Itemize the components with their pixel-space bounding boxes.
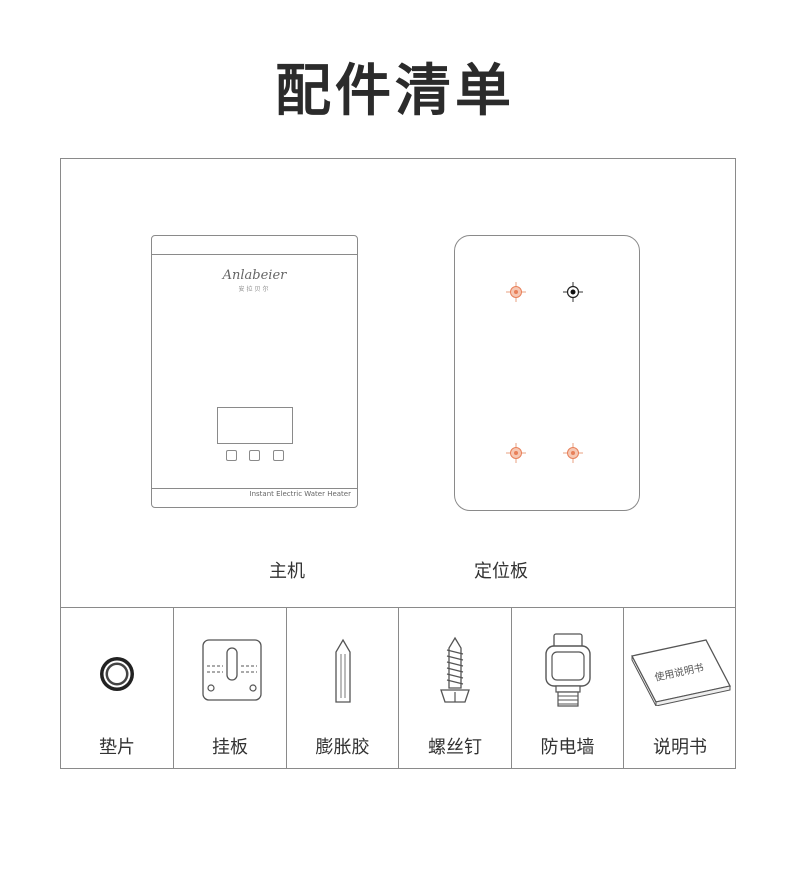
main-unit-caption: 主机: [269, 561, 305, 582]
heater-display: [217, 407, 293, 444]
heater-button-2: [249, 450, 260, 461]
accessory-anti-electric-wall: 防电墙: [512, 608, 623, 768]
orange-target-mark-icon: [506, 282, 526, 302]
accessory-label: 垫片: [99, 737, 135, 758]
screw-icon: [440, 636, 470, 703]
accessory-label: 膨胀胶: [315, 737, 370, 758]
hanging-plate-icon: [202, 639, 262, 701]
cell-separator: [398, 608, 399, 768]
parts-list-frame: Anlabeier 安拉贝尔 Instant Electric Water He…: [60, 158, 736, 769]
heater-button-3: [273, 450, 284, 461]
accessory-label: 螺丝钉: [428, 737, 482, 758]
accessory-expansion-plug: 膨胀胶: [287, 608, 398, 768]
cell-separator: [286, 608, 287, 768]
orange-target-mark-icon: [563, 443, 583, 463]
expansion-plug-icon: [335, 638, 351, 703]
accessory-washer: 垫片: [61, 608, 173, 768]
accessory-label: 防电墙: [540, 737, 595, 758]
orange-target-mark-icon: [506, 443, 526, 463]
manual-icon: 使用说明书: [631, 639, 731, 706]
cell-separator: [511, 608, 512, 768]
washer-icon: [100, 657, 134, 691]
brand-logo-sub: 安拉贝尔: [238, 286, 271, 293]
accessory-manual: 使用说明书 说明书: [624, 608, 736, 768]
positioning-board-caption: 定位板: [474, 561, 528, 582]
row-divider: [61, 607, 735, 608]
heater-top-band: [152, 254, 357, 255]
accessory-screw: 螺丝钉: [399, 608, 511, 768]
cell-separator: [173, 608, 174, 768]
heater-bottom-band: [152, 488, 357, 489]
anti-electric-wall-icon: [545, 633, 591, 707]
heater-button-1: [226, 450, 237, 461]
accessory-label: 说明书: [653, 737, 707, 758]
water-heater-illustration: Anlabeier 安拉贝尔 Instant Electric Water He…: [151, 235, 358, 508]
accessory-label: 挂板: [212, 737, 248, 758]
heater-model-text: Instant Electric Water Heater: [249, 490, 351, 498]
black-target-mark-icon: [563, 282, 583, 302]
page-title: 配件清单: [275, 59, 515, 124]
accessory-hanging-plate: 挂板: [174, 608, 286, 768]
positioning-board-illustration: [454, 235, 640, 511]
cell-separator: [623, 608, 624, 768]
brand-logo: Anlabeier: [222, 268, 287, 283]
